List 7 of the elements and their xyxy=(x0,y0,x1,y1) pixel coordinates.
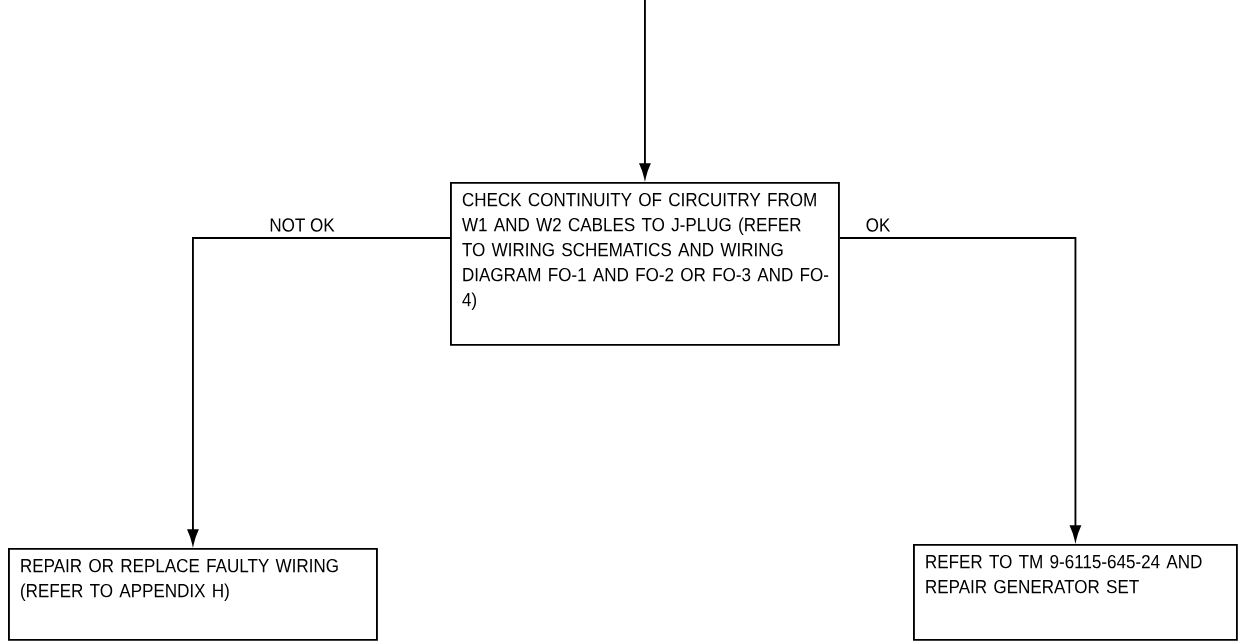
arrow xyxy=(639,0,651,179)
edge-label: NOT OK xyxy=(268,217,336,234)
process-box: REPAIR OR REPLACE FAULTY WIRING (REFER TO APPENDIX H) xyxy=(8,548,378,641)
edge-label: OK xyxy=(864,217,892,234)
process-box: CHECK CONTINUITY OF CIRCUITRY FROM W1 AND W2 CABLES TO J-PLUG (REFER TO WIRING SCHEMATICS AND WIRING DIAGRAM FO-1 AND FO-2 OR FO-3 AND FO-4) xyxy=(450,182,840,346)
process-box: REFER TO TM 9-6115-645-24 AND REPAIR GENERATOR SET xyxy=(913,544,1238,641)
arrow xyxy=(187,237,451,545)
